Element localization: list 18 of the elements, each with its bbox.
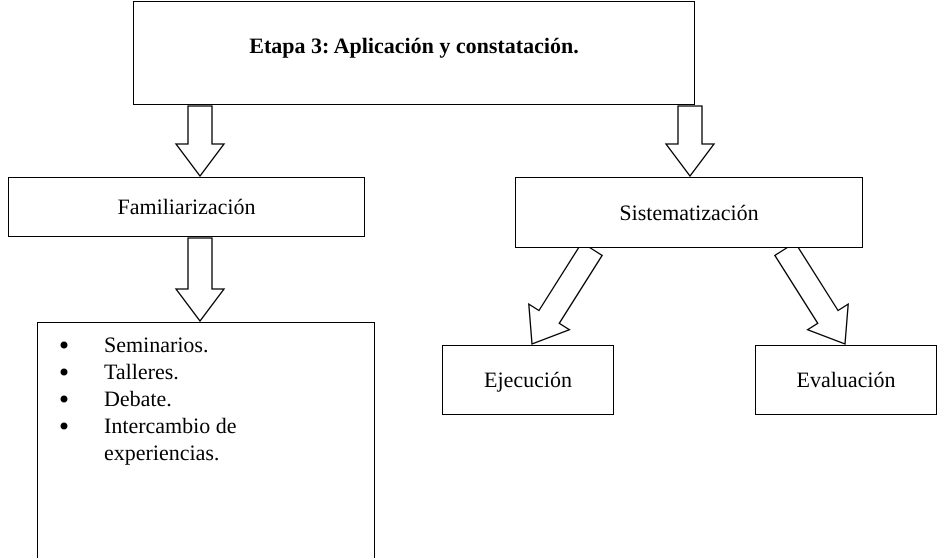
node-label: Sistematización bbox=[619, 200, 759, 226]
node-label: Ejecución bbox=[484, 367, 572, 393]
block-arrow bbox=[664, 105, 716, 178]
list-item: Talleres. bbox=[104, 359, 179, 384]
list-item: Debate. bbox=[104, 386, 172, 411]
process-box bbox=[133, 1, 695, 105]
block-arrow bbox=[174, 237, 226, 322]
title-text: Etapa 3: Aplicación y constatación. bbox=[249, 33, 579, 59]
process-box bbox=[515, 177, 863, 248]
list-box bbox=[37, 322, 375, 558]
block-arrow bbox=[174, 105, 226, 178]
process-box bbox=[442, 345, 614, 415]
process-box bbox=[755, 345, 937, 415]
process-box bbox=[8, 177, 365, 237]
list-item: Intercambio de experiencias. bbox=[104, 413, 237, 465]
list-item: Seminarios. bbox=[104, 332, 208, 357]
node-label: Familiarización bbox=[117, 194, 256, 220]
node-label: Evaluación bbox=[796, 367, 896, 393]
